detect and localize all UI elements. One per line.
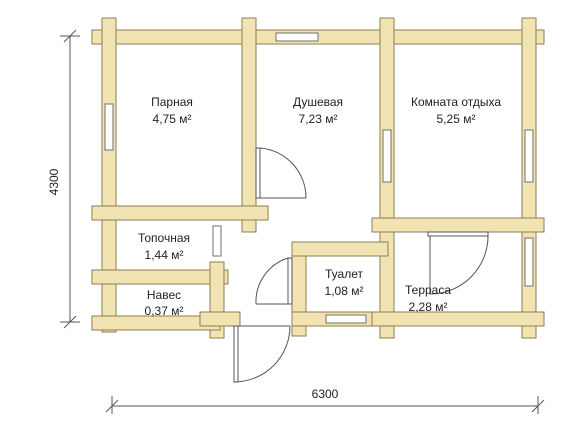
- room-naves-name: Навес: [147, 288, 181, 302]
- height-dimension: 4300: [47, 29, 80, 329]
- width-label: 6300: [312, 387, 339, 401]
- room-komnata-unit: м²: [463, 112, 475, 126]
- door-entrance-arc: [233, 325, 291, 383]
- room-naves-unit: м²: [171, 304, 183, 318]
- door-dushevaya: [255, 147, 261, 199]
- room-tualet-area: 1,08: [325, 284, 349, 298]
- windows: [104, 32, 534, 324]
- wall-bottom-mid: [199, 311, 241, 327]
- room-labels: Парная 4,75 м² Душевая 7,23 м² Комната о…: [138, 95, 501, 318]
- wall-bottom-right: [371, 311, 545, 327]
- window-left-parnaya: [104, 103, 114, 151]
- window-topochnaya-right: [212, 225, 222, 257]
- svg-text:1,44 м²: 1,44 м²: [145, 248, 184, 262]
- window-top-dushevaya: [275, 32, 319, 42]
- svg-text:0,37 м²: 0,37 м²: [145, 304, 184, 318]
- window-komnata-left: [382, 129, 392, 183]
- room-topochnaya-name: Топочная: [138, 231, 190, 245]
- door-tualet: [287, 257, 293, 305]
- room-naves-area: 0,37: [145, 304, 169, 318]
- room-topochnaya-area: 1,44: [145, 248, 169, 262]
- room-parnaya-unit: м²: [179, 112, 191, 126]
- svg-text:2,28 м²: 2,28 м²: [409, 300, 448, 314]
- wall-left: [101, 17, 117, 333]
- room-terrasa: Терраса 2,28 м²: [405, 283, 451, 314]
- room-parnaya-name: Парная: [151, 95, 193, 109]
- door-tualet-arc: [255, 257, 289, 305]
- svg-text:5,25 м²: 5,25 м²: [437, 112, 476, 126]
- svg-text:4,75 м²: 4,75 м²: [153, 112, 192, 126]
- room-topochnaya: Топочная 1,44 м²: [138, 231, 190, 262]
- room-tualet: Туалет 1,08 м²: [325, 267, 364, 298]
- room-komnata: Комната отдыха 5,25 м²: [411, 95, 501, 126]
- door-dushevaya-arc: [259, 147, 307, 199]
- room-tualet-name: Туалет: [325, 267, 363, 281]
- room-tualet-unit: м²: [351, 284, 363, 298]
- room-terrasa-name: Терраса: [405, 283, 451, 297]
- window-terrace-right: [524, 237, 534, 287]
- wall-parnaya-bottom: [91, 205, 269, 221]
- wall-tualet-top: [291, 241, 389, 257]
- room-dushevaya-area: 7,23: [299, 112, 323, 126]
- room-dushevaya-name: Душевая: [293, 95, 343, 109]
- width-dimension: 6300: [105, 387, 545, 414]
- room-terrasa-area: 2,28: [409, 300, 433, 314]
- doors: [233, 147, 489, 383]
- door-terrasa-arc: [429, 235, 489, 295]
- room-parnaya-area: 4,75: [153, 112, 177, 126]
- room-komnata-area: 5,25: [437, 112, 461, 126]
- window-tualet-bottom: [325, 314, 367, 324]
- height-label: 4300: [47, 168, 61, 195]
- wall-topochnaya-bottom: [91, 269, 229, 285]
- wall-parnaya-dushevaya: [241, 17, 257, 233]
- door-entrance: [233, 325, 239, 383]
- room-parnaya: Парная 4,75 м²: [151, 95, 193, 126]
- room-terrasa-unit: м²: [435, 300, 447, 314]
- room-topochnaya-unit: м²: [171, 248, 183, 262]
- room-dushevaya-unit: м²: [325, 112, 337, 126]
- svg-text:7,23 м²: 7,23 м²: [299, 112, 338, 126]
- svg-text:1,08 м²: 1,08 м²: [325, 284, 364, 298]
- door-terrasa: [427, 231, 489, 237]
- window-komnata-right: [524, 129, 534, 183]
- room-komnata-name: Комната отдыха: [411, 95, 501, 109]
- room-naves: Навес 0,37 м²: [145, 288, 184, 318]
- wall-terrace-top: [371, 217, 545, 233]
- room-dushevaya: Душевая 7,23 м²: [293, 95, 343, 126]
